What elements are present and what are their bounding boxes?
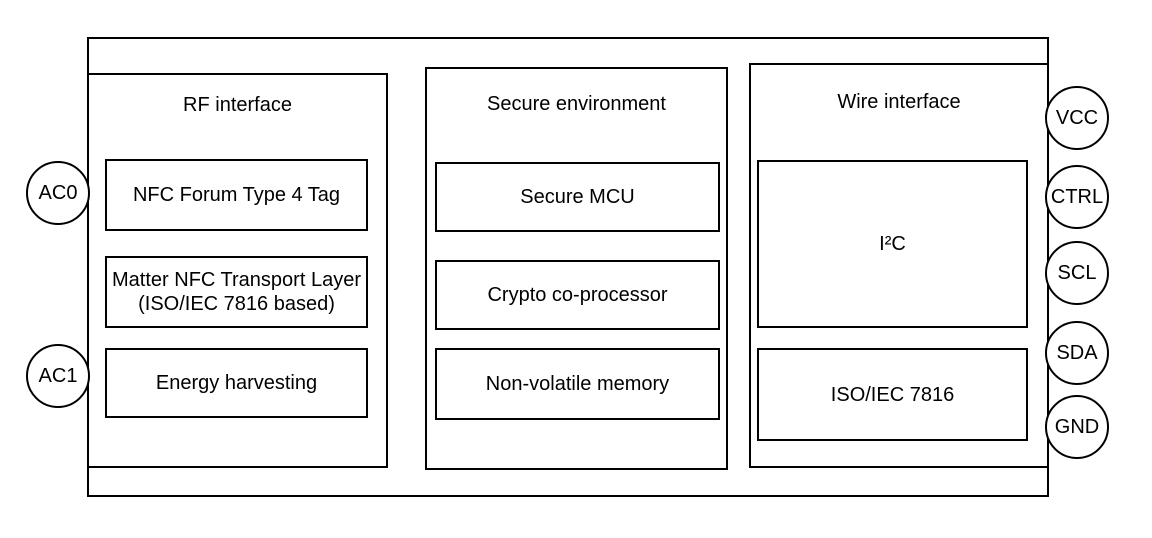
section-title-secure-environment: Secure environment bbox=[487, 93, 666, 115]
block-iso-iec-7816: ISO/IEC 7816 bbox=[757, 348, 1028, 441]
block-non-volatile-memory: Non-volatile memory bbox=[435, 348, 720, 420]
pin-ac0: AC0 bbox=[26, 161, 90, 225]
block-energy-harvesting: Energy harvesting bbox=[105, 348, 368, 418]
section-title-wire-interface: Wire interface bbox=[837, 91, 961, 113]
block-nfc-forum-type-4-tag: NFC Forum Type 4 Tag bbox=[105, 159, 368, 231]
pin-ac1: AC1 bbox=[26, 344, 90, 408]
block-matter-nfc-transport-layer: Matter NFC Transport Layer (ISO/IEC 7816… bbox=[105, 256, 368, 328]
section-title-rf-interface: RF interface bbox=[183, 94, 292, 116]
block-secure-mcu: Secure MCU bbox=[435, 162, 720, 232]
pin-gnd: GND bbox=[1045, 395, 1109, 459]
pin-vcc: VCC bbox=[1045, 86, 1109, 150]
pin-sda: SDA bbox=[1045, 321, 1109, 385]
pin-ctrl: CTRL bbox=[1045, 165, 1109, 229]
block-i2c: I²C bbox=[757, 160, 1028, 328]
pin-scl: SCL bbox=[1045, 241, 1109, 305]
block-crypto-co-processor: Crypto co-processor bbox=[435, 260, 720, 330]
